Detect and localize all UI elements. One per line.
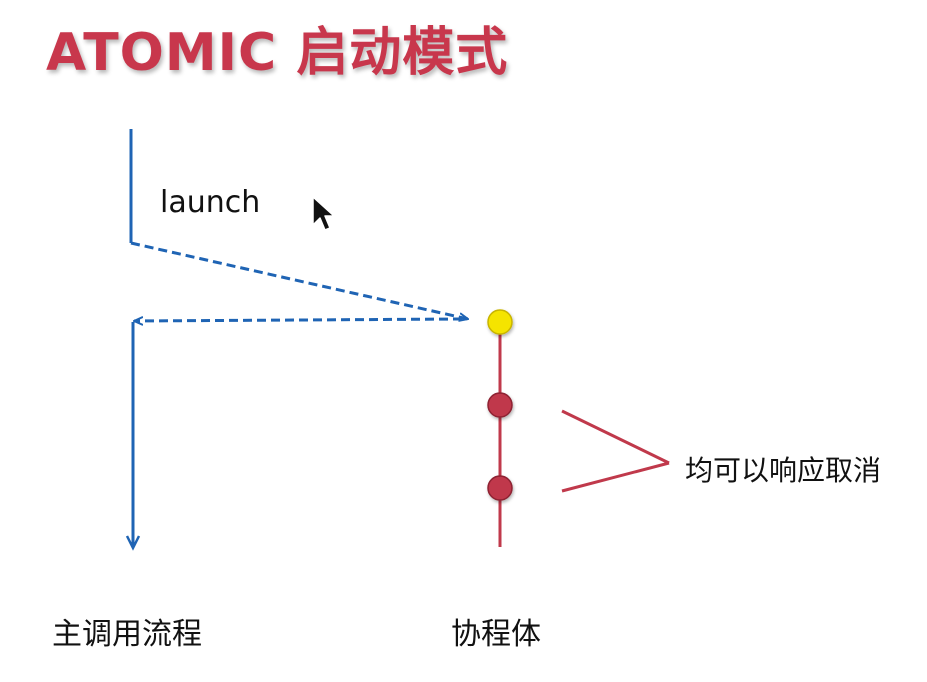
mouse-cursor-icon	[312, 196, 335, 231]
launch-label: launch	[160, 185, 261, 220]
return-dashed-arrow	[134, 319, 463, 321]
main-flow-label: 主调用流程	[52, 617, 202, 652]
page-title: ATOMIC 启动模式	[46, 23, 509, 83]
cancel-note-label: 均可以响应取消	[685, 454, 882, 487]
bracket-line-lower	[561, 461, 670, 493]
coroutine-start-node	[487, 309, 513, 335]
coroutine-body-label: 协程体	[451, 617, 541, 652]
suspend-point-1	[487, 392, 513, 418]
launch-dashed-arrow	[130, 241, 468, 319]
main-flow-arrowhead	[125, 535, 141, 551]
suspend-point-2	[487, 475, 513, 501]
bracket-line-upper	[561, 409, 670, 465]
